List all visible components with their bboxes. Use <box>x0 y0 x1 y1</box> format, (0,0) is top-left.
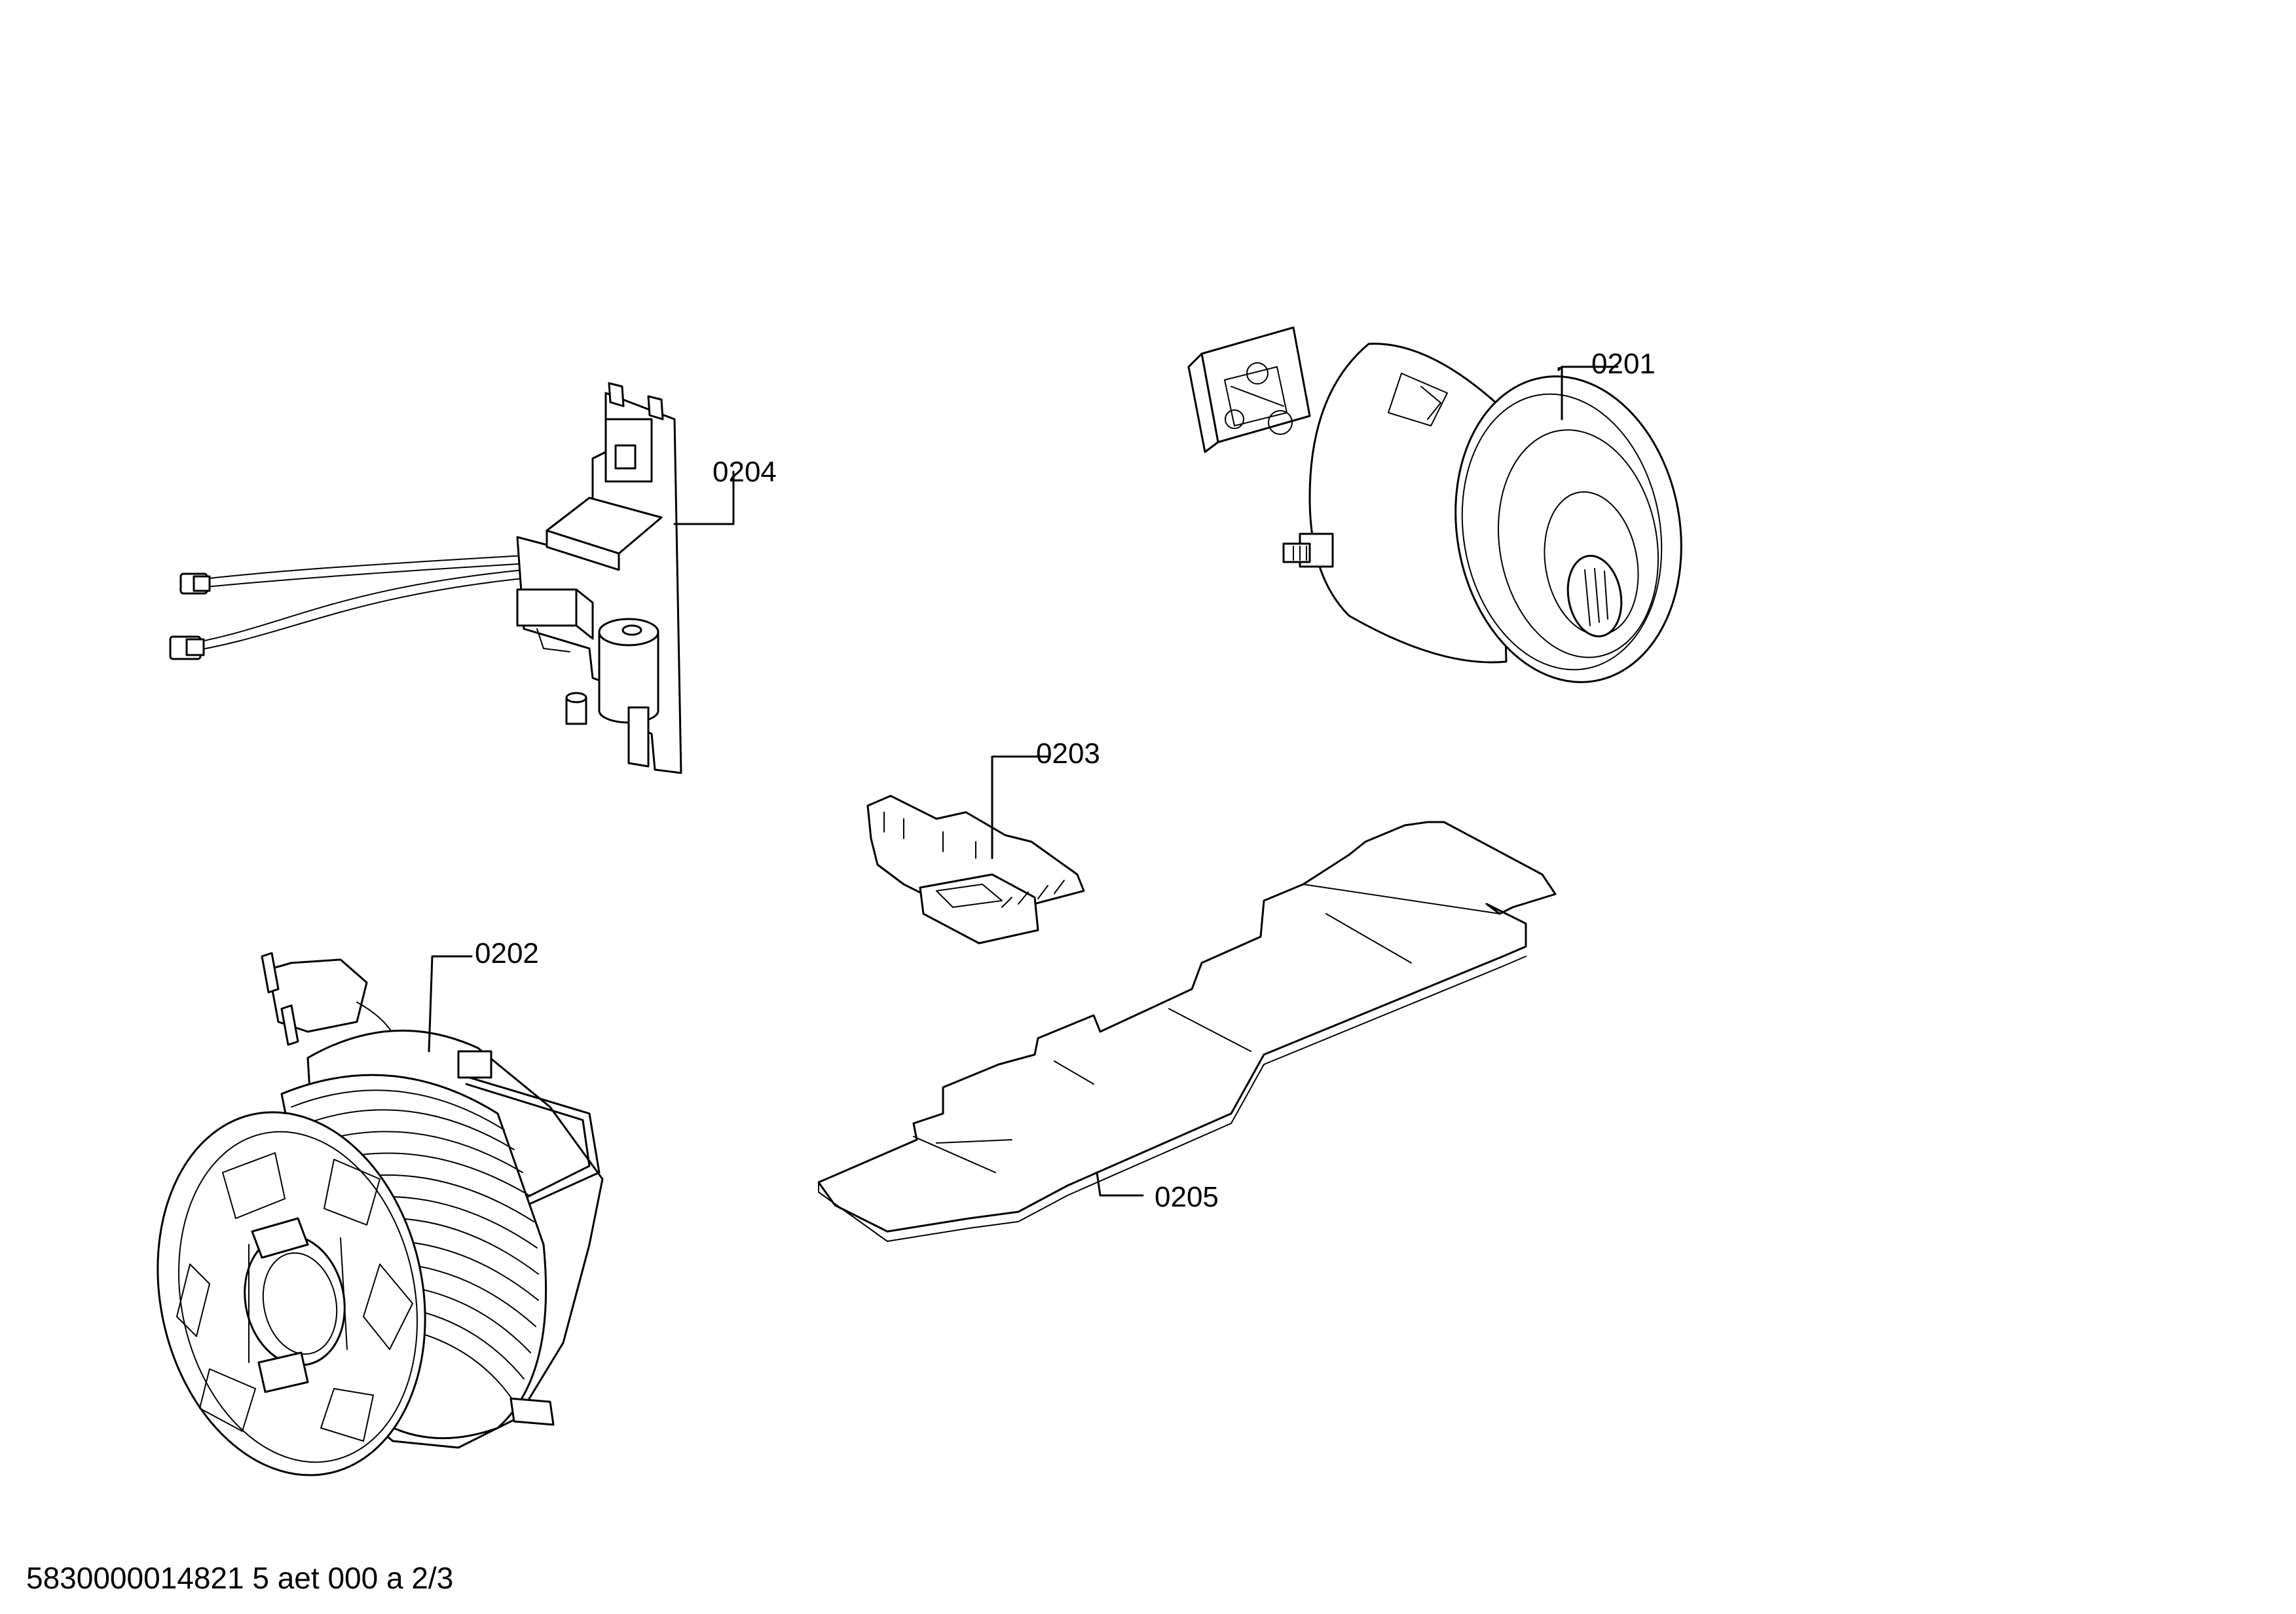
callout-0205: 0205 <box>1096 1171 1219 1213</box>
document-code: 5830000014821 5 aet 000 a 2/3 <box>26 1561 453 1595</box>
callout-0201: 0201 <box>1557 348 1656 421</box>
connector-part <box>866 795 1085 945</box>
callout-0203: 0203 <box>991 738 1100 859</box>
callout-label-0202: 0202 <box>475 937 539 969</box>
cable-reel-part <box>157 952 604 1476</box>
callout-0202: 0202 <box>428 937 539 1053</box>
callout-label-0205: 0205 <box>1155 1181 1219 1213</box>
callout-label-0201: 0201 <box>1591 348 1656 380</box>
insulation-sheet-part <box>817 821 1557 1242</box>
circuit-board-part <box>169 382 682 774</box>
callout-label-0203: 0203 <box>1036 738 1100 770</box>
motor-part <box>1187 326 1682 683</box>
callout-label-0204: 0204 <box>713 456 777 488</box>
callout-0204: 0204 <box>673 456 777 525</box>
